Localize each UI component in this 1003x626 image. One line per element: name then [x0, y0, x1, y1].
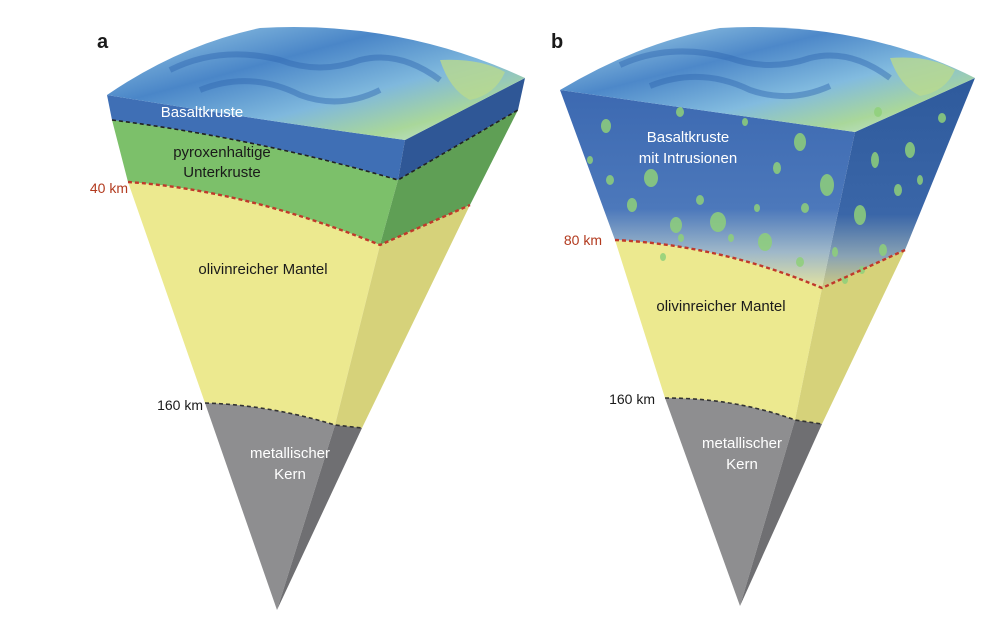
intrusion-blob — [587, 156, 593, 164]
intrusion-blob — [696, 195, 704, 205]
panel-b-mantle-boundary — [614, 238, 906, 290]
panel-b-core-side — [740, 420, 822, 606]
panel-a-crust-label: Basaltkruste — [161, 104, 244, 121]
intrusion-blob — [754, 204, 760, 212]
panel-b-intrusions — [587, 107, 946, 284]
intrusion-blob — [938, 113, 946, 123]
intrusion-blob — [794, 133, 806, 151]
panel-b-mantle-front — [615, 240, 822, 420]
intrusion-blob — [644, 169, 658, 187]
panel-a-depth-160km: 160 km — [157, 397, 203, 413]
intrusion-blob — [676, 107, 684, 117]
panel-a-top-surface — [107, 27, 525, 140]
panel-a-lower-crust-front — [112, 120, 398, 245]
panel-b-depth-160km: 160 km — [609, 391, 655, 407]
panel-a-top-land — [440, 59, 505, 100]
panel-b-core-boundary — [664, 397, 823, 425]
panel-b-crust-front — [560, 90, 855, 288]
panel-b-mantle-label: olivinreicher Mantel — [656, 298, 785, 315]
panel-a-lower-crust-label-1: pyroxenhaltige — [173, 144, 271, 161]
panel-a-core-side — [277, 425, 362, 610]
panel-a-mantle-front — [128, 182, 380, 425]
intrusion-blob — [627, 198, 637, 212]
panel-a-depth-40km: 40 km — [90, 180, 128, 196]
intrusion-blob — [796, 257, 804, 267]
panel-b-label: b — [551, 31, 563, 53]
panel-a-mantle-side — [335, 205, 470, 428]
panel-a-mantle-boundary — [127, 180, 471, 247]
intrusion-blob — [894, 184, 902, 196]
panel-a-core-label-2: Kern — [274, 466, 306, 483]
intrusion-blob — [678, 234, 684, 242]
intrusion-blob — [917, 175, 923, 185]
panel-b-crust-side — [822, 78, 975, 288]
panel-a-core-boundary — [204, 402, 363, 429]
intrusion-blob — [742, 118, 748, 126]
panel-b-crust-label-2: mit Intrusionen — [639, 150, 737, 167]
intrusion-blob — [832, 247, 838, 257]
panel-b: b Basaltkruste mit Intrusionen olivinrei… — [551, 27, 975, 606]
intrusion-blob — [905, 142, 915, 158]
panel-b-top-surface — [560, 27, 975, 132]
panel-a: a Basaltkruste pyroxenhaltige Unterkrust… — [90, 27, 525, 610]
panel-b-core-label-2: Kern — [726, 456, 758, 473]
panel-a-core-label-1: metallischer — [250, 445, 330, 462]
panel-a-crust-side — [398, 78, 525, 180]
intrusion-blob — [854, 205, 866, 225]
panel-a-top-ocean-swirls — [168, 51, 442, 105]
panel-a-lower-crust-label-2: Unterkruste — [183, 164, 261, 181]
panel-a-crust-front — [107, 95, 405, 180]
panel-b-top-ocean-swirls — [618, 48, 892, 100]
panel-b-depth-80km: 80 km — [564, 232, 602, 248]
intrusion-blob — [820, 174, 834, 196]
intrusion-blob — [710, 212, 726, 232]
intrusion-blob — [606, 175, 614, 185]
intrusion-blob — [728, 234, 734, 242]
panel-b-core-front — [665, 398, 795, 606]
panel-a-label: a — [97, 31, 109, 53]
intrusion-blob — [660, 253, 666, 261]
panel-a-crust-boundary — [111, 109, 519, 181]
panel-b-core-label-1: metallischer — [702, 435, 782, 452]
intrusion-blob — [801, 203, 809, 213]
intrusion-blob — [601, 119, 611, 133]
panel-a-lower-crust-side — [380, 110, 518, 245]
intrusion-blob — [670, 217, 682, 233]
intrusion-blob — [758, 233, 772, 251]
panel-a-core-front — [205, 403, 335, 610]
panel-b-top-land — [890, 57, 955, 96]
intrusion-blob — [773, 162, 781, 174]
intrusion-blob — [871, 152, 879, 168]
panel-b-mantle-side — [795, 250, 905, 424]
panel-b-crust-label-1: Basaltkruste — [647, 129, 730, 146]
intrusion-blob — [879, 244, 887, 256]
intrusion-blob — [874, 107, 882, 117]
panel-a-mantle-label: olivinreicher Mantel — [198, 261, 327, 278]
